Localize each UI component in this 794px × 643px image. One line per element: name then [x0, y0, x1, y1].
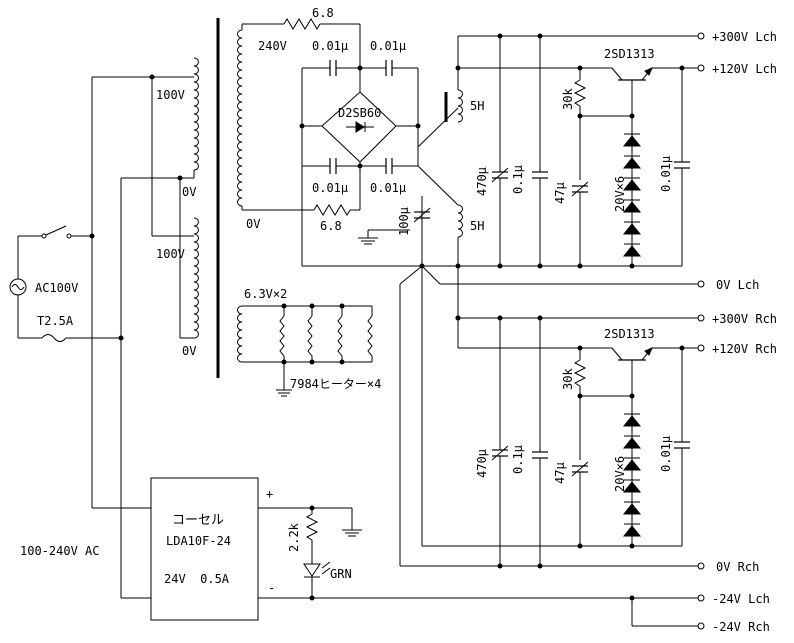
lda10f-24-module: コーセル LDA10F-24 24V 0.5A + - 2.2k GRN: [150, 477, 698, 627]
cap-47u-r-label: 47μ: [553, 462, 567, 484]
primary-0v-bottom-label: 0V: [182, 344, 196, 358]
out-r-120-label: +120V Rch: [712, 342, 777, 356]
cap-01u-l-label: 0.1μ: [511, 165, 525, 194]
heater-4: [367, 315, 373, 362]
module-plus-label: +: [266, 487, 273, 501]
resistor-2k2-label: 2.2k: [287, 522, 301, 552]
led-label: GRN: [330, 567, 352, 581]
terminal-r-0: [697, 562, 705, 570]
resistor-30k-l-label: 30k: [561, 88, 575, 110]
ac-input: AC100V T2.5A 100-240V AC: [9, 74, 194, 599]
transistor-r-label: 2SD1313: [604, 327, 655, 341]
resistor-6r8-top: [283, 18, 321, 30]
heaters-label: 7984ヒーター×4: [290, 377, 381, 391]
zener-string-r: [622, 396, 642, 546]
led-grn: [303, 563, 321, 577]
terminal-r-120: [697, 344, 705, 352]
resistor-30k-l: [573, 79, 587, 107]
module-rating-label: 24V 0.5A: [164, 572, 230, 586]
fuse-label: T2.5A: [37, 314, 74, 328]
out-l-n24-label: -24V Lch: [712, 592, 770, 606]
resistor-top-label: 6.8: [312, 6, 334, 20]
terminal-l-n24: [697, 594, 705, 602]
psu-module-box: [150, 477, 259, 621]
power-transformer: 100V 0V 100V 0V 240V 0V 6.3V×2: [156, 18, 314, 378]
bridge-diode-label: D2SB60: [338, 106, 381, 120]
primary-100v-top-label: 100V: [156, 88, 185, 102]
heater-1: [279, 315, 285, 362]
cap-snubber-tr-label: 0.01μ: [370, 39, 406, 53]
cap-out-r-label: 0.01μ: [659, 436, 673, 472]
primary-100v-bottom-label: 100V: [156, 247, 185, 261]
choke-bottom-label: 5H: [470, 219, 484, 233]
heater-voltage-label: 6.3V×2: [244, 287, 287, 301]
resistor-6r8-bottom: [313, 204, 351, 216]
out-r-0-label: 0V Rch: [716, 560, 759, 574]
cap-470u-r-label: 470μ: [475, 449, 489, 478]
cap-47u-l-label: 47μ: [553, 182, 567, 204]
resistor-2k2: [305, 508, 319, 546]
out-l-300-label: +300V Lch: [712, 30, 777, 44]
primary-0v-top-label: 0V: [182, 185, 196, 199]
resistor-bottom-label: 6.8: [320, 219, 342, 233]
choke-top-label: 5H: [470, 99, 484, 113]
module-minus-label: -: [268, 581, 275, 595]
rch-regulator: 470μ 0.1μ 30k 47μ 2SD1313: [399, 266, 698, 569]
terminal-l-120: [697, 64, 705, 72]
terminal-l-0: [697, 280, 705, 288]
ac-range-label: 100-240V AC: [20, 544, 99, 558]
heater-secondary-winding: [237, 305, 256, 363]
transistor-2sd1313-r: [611, 347, 698, 366]
fuse: [41, 334, 67, 342]
chokes: 5H 5H 100μ: [358, 36, 484, 348]
out-r-n24-label: -24V Rch: [712, 620, 770, 634]
hv-0v-label: 0V: [246, 217, 260, 231]
cap-snubber-bl-label: 0.01μ: [312, 181, 348, 195]
heater-3: [337, 315, 343, 362]
cap-snubber-br-label: 0.01μ: [370, 181, 406, 195]
terminal-r-n24: [697, 622, 705, 630]
transistor-l-label: 2SD1313: [604, 47, 655, 61]
resistor-30k-r-label: 30k: [561, 368, 575, 390]
tube-heaters: 7984ヒーター×4: [256, 303, 381, 397]
zener-string-l: [622, 116, 642, 266]
out-l-120-label: +120V Lch: [712, 62, 777, 76]
transistor-2sd1313-l: [611, 67, 698, 86]
cap-100u-label: 100μ: [397, 207, 411, 236]
out-r-300-label: +300V Rch: [712, 312, 777, 326]
choke-5h-top: [457, 89, 463, 123]
cap-out-l-label: 0.01μ: [659, 156, 673, 192]
hv-240v-label: 240V: [258, 39, 287, 53]
ac-source-label: AC100V: [35, 281, 78, 295]
power-switch: [45, 225, 67, 236]
cap-470u-l-label: 470μ: [475, 167, 489, 196]
terminal-r-300: [697, 314, 705, 322]
output-terminals: +300V Lch +120V Lch 0V Lch +300V Rch +12…: [697, 30, 777, 634]
module-brand-label: コーセル: [172, 513, 224, 528]
zener-l-label: 20V×6: [613, 176, 627, 212]
bridge-rectifier: 6.8 6.8 D2SB60 0.01μ 0.01μ 0.01μ 0.01μ: [283, 6, 459, 267]
module-model-label: LDA10F-24: [166, 534, 231, 548]
zener-r-label: 20V×6: [613, 456, 627, 492]
heater-2: [307, 315, 313, 362]
out-l-0-label: 0V Lch: [716, 278, 759, 292]
primary-winding-top: [193, 57, 199, 178]
lch-regulator: 470μ 0.1μ 30k 47μ 2SD1313: [422, 33, 698, 285]
cap-snubber-tl-label: 0.01μ: [312, 39, 348, 53]
terminal-l-300: [697, 32, 705, 40]
primary-winding-bottom: [193, 217, 199, 339]
cap-01u-r-label: 0.1μ: [511, 445, 525, 474]
choke-5h-bottom: [457, 204, 463, 238]
resistor-30k-r: [573, 359, 587, 387]
